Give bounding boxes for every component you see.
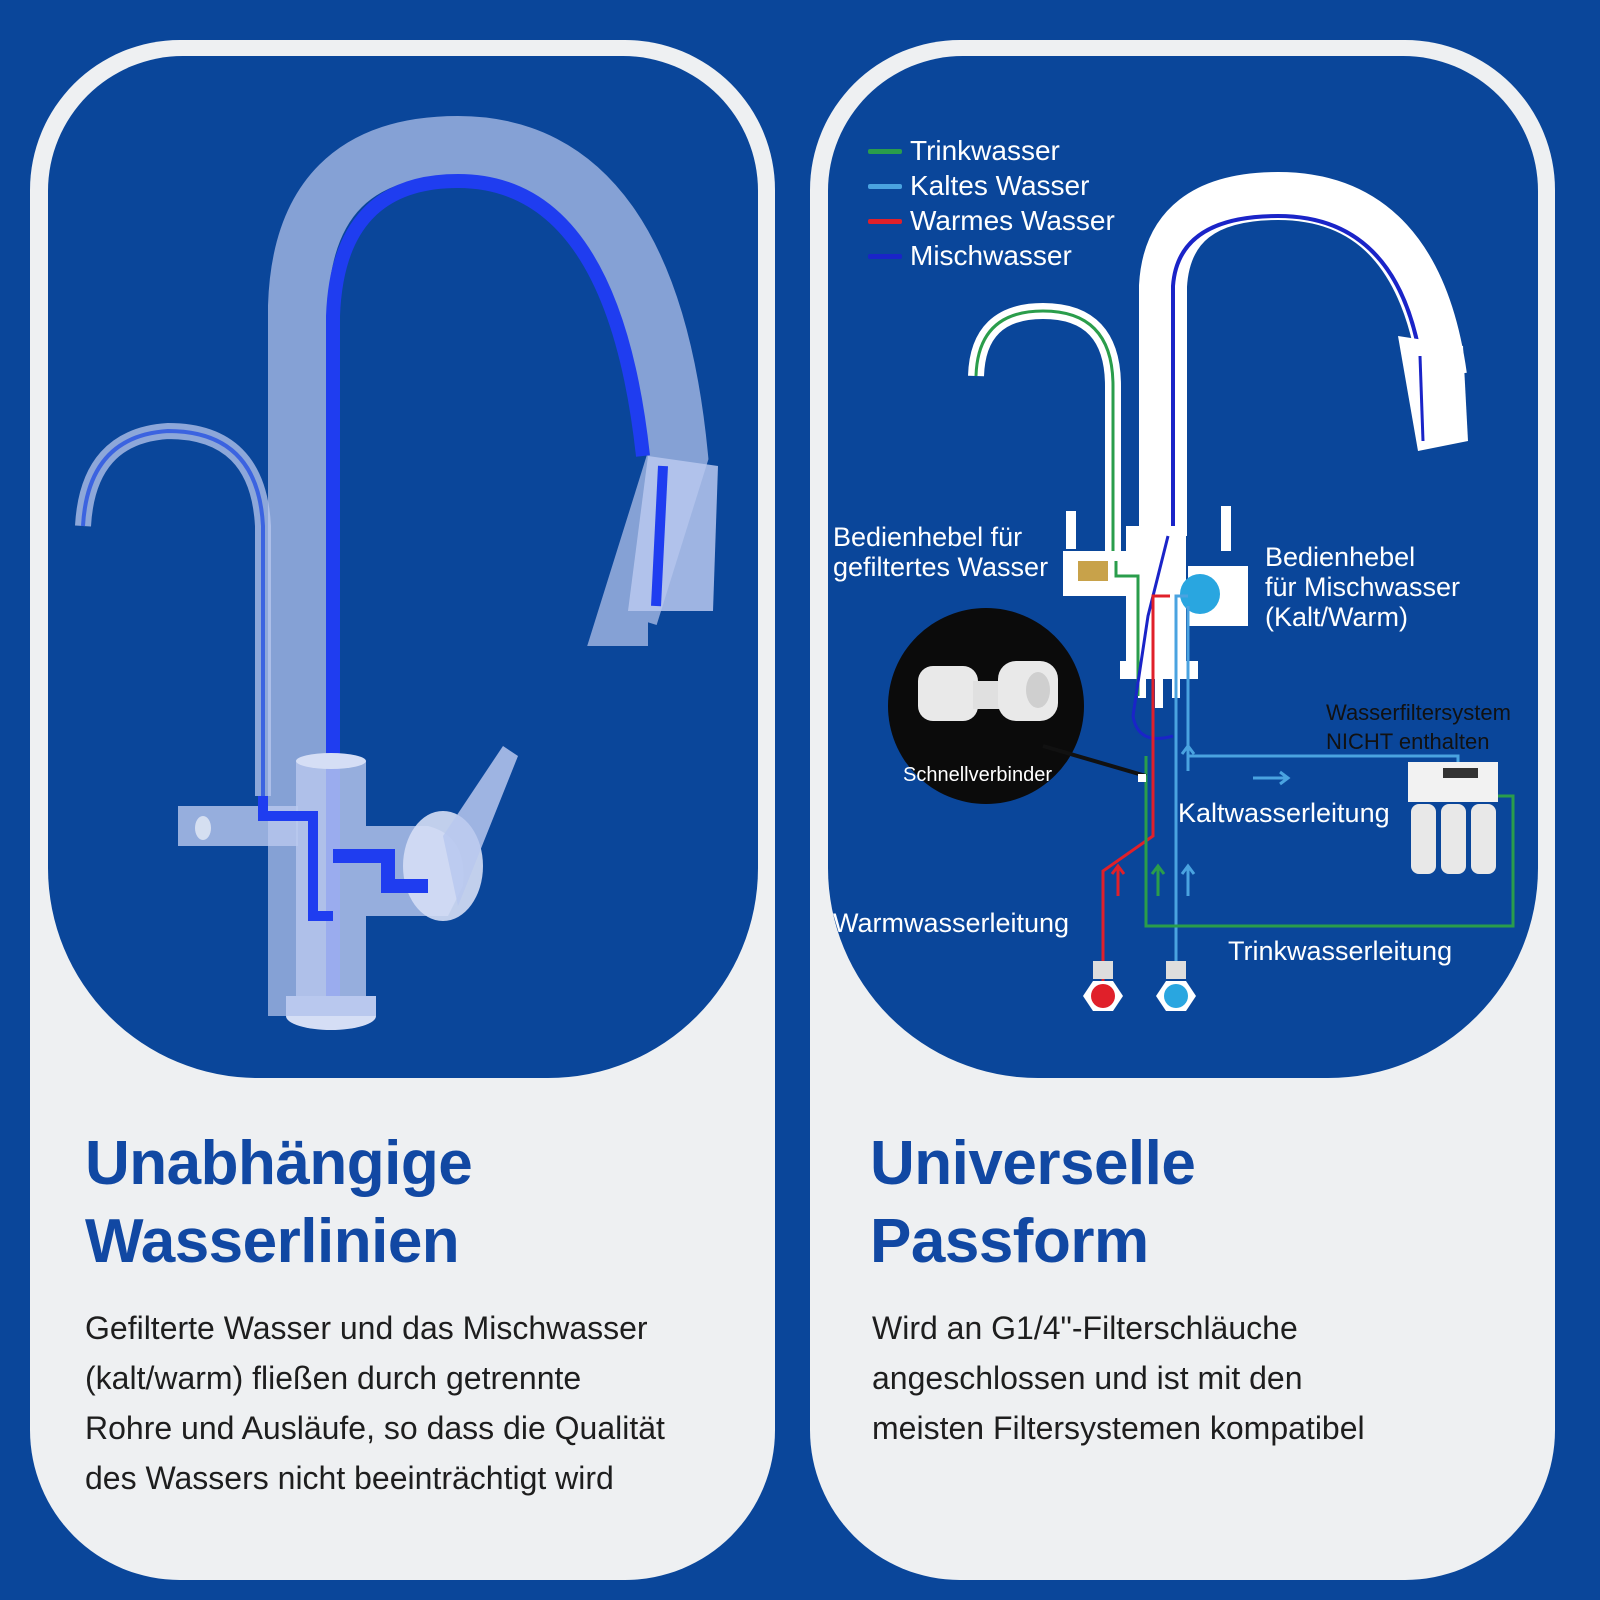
main-spout [1139, 171, 1467, 536]
left-desc-line-1: Gefilterte Wasser und das Mischwasser [85, 1310, 648, 1346]
faucet-body [296, 761, 366, 996]
legend-swatch [868, 183, 902, 189]
drinking-line-label: Trinkwasserleitung [1228, 936, 1453, 966]
legend-item-mixed: Mischwasser [868, 239, 1072, 273]
legend-item-drinking: Trinkwasser [868, 134, 1060, 168]
faucet-illustration-panel [48, 56, 758, 1078]
pull-out-head [1398, 336, 1468, 451]
legend-item-cold: Kaltes Wasser [868, 169, 1089, 203]
left-desc-line-2: (kalt/warm) fließen durch getrennte [85, 1360, 582, 1396]
right-description: Wird an G1/4"-Filterschläuche angeschlos… [872, 1303, 1542, 1453]
right-heading-line-2: Passform [870, 1207, 1149, 1276]
card-independent-lines: Unabhängige Wasserlinien Gefilterte Wass… [30, 40, 775, 1580]
lever-mixed-line-2: für Mischwasser [1265, 572, 1461, 602]
filter-system-line-1: Wasserfiltersystem [1326, 700, 1511, 725]
quick-connector-icon [918, 661, 1058, 721]
lever-mixed-line-3: (Kalt/Warm) [1265, 602, 1408, 632]
main-spout-body [268, 115, 709, 1016]
legend-swatch [868, 253, 902, 259]
lever-mixed-line-1: Bedienhebel [1265, 542, 1416, 572]
legend-label: Mischwasser [910, 240, 1072, 271]
legend-item-warm: Warmes Wasser [868, 204, 1115, 238]
filter-system-note: Wasserfiltersystem NICHT enthalten [1326, 698, 1511, 756]
right-desc-line-1: Wird an G1/4"-Filterschläuche [872, 1310, 1298, 1346]
filtered-spout [75, 422, 271, 796]
right-heading-line-1: Universelle [870, 1129, 1196, 1198]
lever-filtered-line-1: Bedienhebel für [833, 522, 1023, 552]
right-desc-line-3: meisten Filtersystemen kompatibel [872, 1410, 1365, 1446]
hot-water-valve [1083, 961, 1123, 1011]
connector-label: Schnellverbinder [903, 764, 1052, 786]
installation-diagram-panel: Trinkwasser Kaltes Wasser Warmes Wasser … [828, 56, 1538, 1078]
legend-swatch [868, 218, 902, 224]
card-universal-fit: Trinkwasser Kaltes Wasser Warmes Wasser … [810, 40, 1555, 1580]
cold-water-valve [1156, 961, 1196, 1011]
installation-diagram [888, 171, 1515, 1011]
left-desc-line-3: Rohre und Ausläufe, so dass die Qualität [85, 1410, 665, 1446]
right-heading: Universelle Passform [870, 1125, 1196, 1281]
legend-label: Trinkwasser [910, 135, 1060, 166]
left-heading: Unabhängige Wasserlinien [85, 1125, 473, 1281]
left-heading-line-1: Unabhängige [85, 1129, 473, 1198]
legend-swatch [868, 148, 902, 154]
left-heading-line-2: Wasserlinien [85, 1207, 460, 1276]
pull-out-head [628, 456, 718, 611]
transparent-faucet-illustration [75, 115, 718, 1030]
left-description: Gefilterte Wasser und das Mischwasser (k… [85, 1303, 755, 1503]
cold-line-label: Kaltwasserleitung [1178, 798, 1390, 828]
filter-system-line-2: NICHT enthalten [1326, 729, 1490, 754]
left-desc-line-4: des Wassers nicht beeinträchtigt wird [85, 1460, 614, 1496]
right-desc-line-2: angeschlossen und ist mit den [872, 1360, 1303, 1396]
legend-label: Warmes Wasser [910, 205, 1115, 236]
lever-mixed-label: Bedienhebel für Mischwasser (Kalt/Warm) [1265, 542, 1460, 632]
legend-label: Kaltes Wasser [910, 170, 1090, 201]
lever-filtered-label: Bedienhebel für gefiltertes Wasser [833, 522, 1048, 582]
mix-lever [443, 746, 518, 906]
hot-line-label: Warmwasserleitung [833, 908, 1070, 938]
lever-filtered-line-2: gefiltertes Wasser [833, 552, 1049, 582]
